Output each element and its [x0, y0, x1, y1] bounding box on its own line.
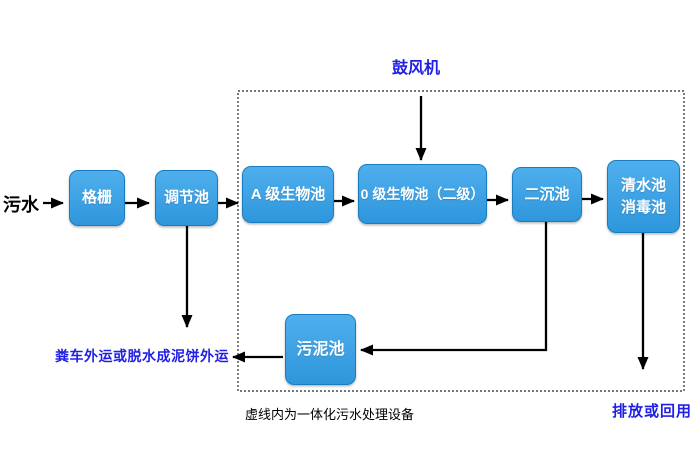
boundary-caption: 虚线内为一体化污水处理设备: [245, 407, 415, 422]
node-o-bio-tank: 0 级生物池（二级）: [358, 164, 487, 224]
node-grid: 格栅: [69, 170, 125, 226]
node-secondary-clarifier-label: 二沉池: [524, 185, 570, 203]
node-disinfection-label: 消毒池: [620, 198, 666, 216]
node-sludge-tank: 污泥池: [285, 314, 356, 385]
node-a-bio-tank: A 级生物池: [242, 166, 334, 223]
node-sludge-tank-label: 污泥池: [296, 340, 345, 358]
integrated-equipment-boundary: [237, 90, 685, 392]
node-regulating-tank: 调节池: [155, 170, 218, 226]
discharge-label: 排放或回用: [612, 403, 693, 420]
node-regulating-tank-label: 调节池: [163, 189, 209, 207]
node-grid-label: 格栅: [81, 189, 112, 207]
node-clear-water-label: 清水池: [620, 176, 666, 194]
node-secondary-clarifier: 二沉池: [512, 167, 582, 222]
sludge-disposal-label: 粪车外运或脱水成泥饼外运: [55, 348, 229, 364]
node-clear-water-disinfection-tank: 清水池 消毒池: [607, 160, 680, 233]
arrow-clarifier-to-sludge: [360, 222, 548, 356]
node-a-bio-tank-label: A 级生物池: [250, 185, 326, 203]
node-o-bio-tank-label: 0 级生物池（二级）: [360, 185, 485, 202]
influent-label: 污水: [3, 195, 39, 215]
blower-label: 鼓风机: [391, 60, 440, 77]
